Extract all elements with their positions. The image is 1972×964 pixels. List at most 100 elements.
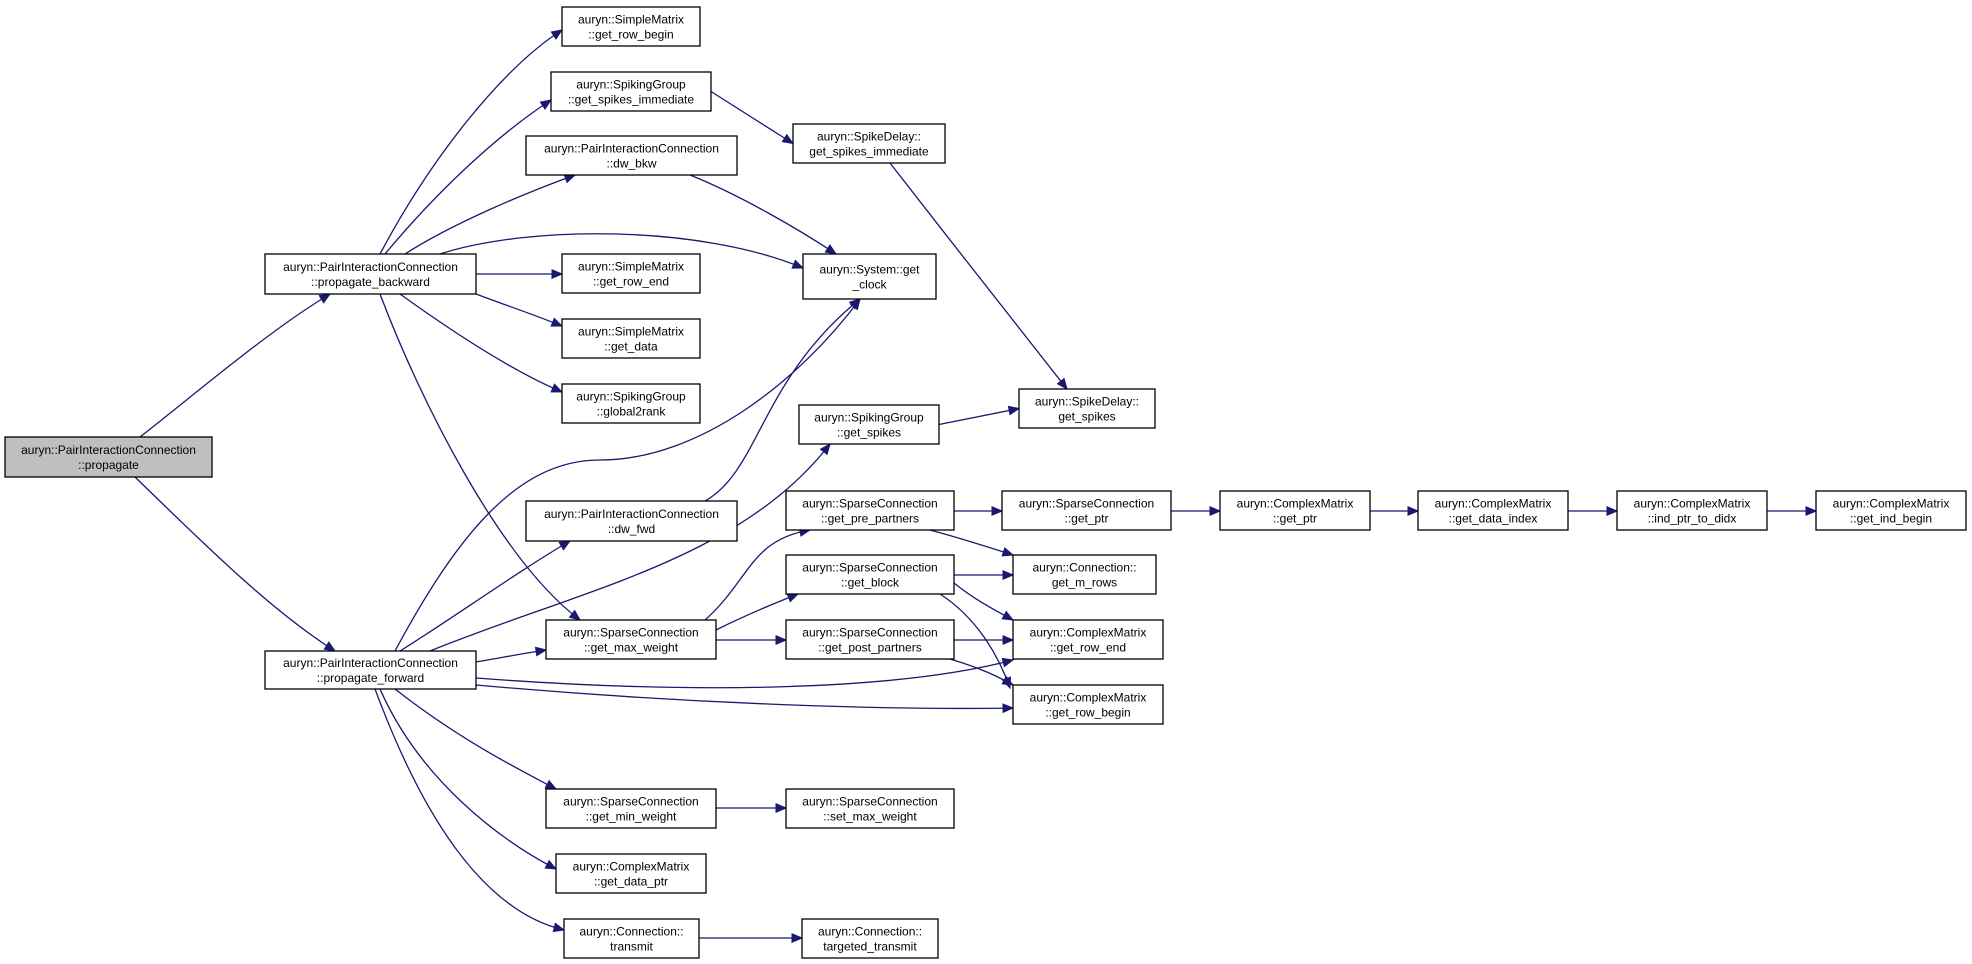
call-edge <box>394 688 558 790</box>
arrowhead-icon <box>568 609 582 621</box>
function-node-conn-targeted-transmit[interactable]: auryn::Connection::targeted_transmit <box>801 918 939 959</box>
function-node-conn-transmit[interactable]: auryn::Connection::transmit <box>563 918 700 959</box>
arrowhead-icon <box>1056 377 1068 391</box>
edge-line <box>394 298 861 652</box>
node-label: auryn::SparseConnection <box>802 561 937 575</box>
function-node-propagate-backward[interactable]: auryn::PairInteractionConnection::propag… <box>264 253 477 295</box>
function-node-pic-dw-bkw[interactable]: auryn::PairInteractionConnection::dw_bkw <box>525 135 738 176</box>
call-edge <box>699 933 804 943</box>
node-box <box>1012 684 1164 725</box>
call-edge <box>953 582 1015 621</box>
arrowhead-icon <box>550 317 564 327</box>
function-node-propagate-forward[interactable]: auryn::PairInteractionConnection::propag… <box>264 650 477 690</box>
node-label: ::get_row_begin <box>1045 706 1130 720</box>
call-edge <box>938 405 1021 426</box>
node-label: ::get_spikes <box>837 426 901 440</box>
function-node-sm-get-data[interactable]: auryn::SimpleMatrix::get_data <box>561 318 701 359</box>
arrowhead-icon <box>563 173 577 184</box>
function-node-sc-get-ptr[interactable]: auryn::SparseConnection::get_ptr <box>1001 490 1172 531</box>
arrowhead-icon <box>1407 506 1420 516</box>
node-box <box>1616 490 1768 531</box>
node-label: ::dw_bkw <box>606 157 656 171</box>
node-box <box>1012 619 1164 660</box>
function-node-cm-get-ind-begin[interactable]: auryn::ComplexMatrix::get_ind_begin <box>1815 490 1967 531</box>
function-node-sg-get-spikes[interactable]: auryn::SpikingGroup::get_spikes <box>798 404 940 445</box>
function-node-sg-get-spikes-immediate[interactable]: auryn::SpikingGroup::get_spikes_immediat… <box>550 71 712 112</box>
function-node-cm-ind-ptr-to-didx[interactable]: auryn::ComplexMatrix::ind_ptr_to_didx <box>1616 490 1768 531</box>
node-box <box>1815 490 1967 531</box>
function-node-sd-get-spikes-immediate[interactable]: auryn::SpikeDelay::get_spikes_immediate <box>792 123 946 164</box>
function-node-propagate[interactable]: auryn::PairInteractionConnection::propag… <box>4 436 213 478</box>
node-label: auryn::SimpleMatrix <box>578 325 684 339</box>
node-box <box>550 71 712 112</box>
call-edge <box>716 635 788 645</box>
arrowhead-icon <box>1001 657 1015 668</box>
call-edge <box>710 90 795 145</box>
function-node-cm-get-row-end[interactable]: auryn::ComplexMatrix::get_row_end <box>1012 619 1164 660</box>
node-box <box>545 788 717 829</box>
edge-line <box>475 293 563 327</box>
arrowhead-icon <box>539 99 553 110</box>
call-edge <box>1370 506 1420 516</box>
edge-line <box>429 443 831 652</box>
call-edge <box>394 297 861 652</box>
function-node-cm-get-row-begin[interactable]: auryn::ComplexMatrix::get_row_begin <box>1012 684 1164 725</box>
node-box <box>561 253 701 294</box>
function-node-sd-get-spikes[interactable]: auryn::SpikeDelay::get_spikes <box>1018 388 1156 429</box>
function-node-sm-get-row-end[interactable]: auryn::SimpleMatrix::get_row_end <box>561 253 701 294</box>
function-node-sg-global2rank[interactable]: auryn::SpikingGroup::global2rank <box>561 383 701 424</box>
call-edge <box>134 476 337 652</box>
call-edge <box>379 688 558 870</box>
function-node-sc-get-pre-partners[interactable]: auryn::SparseConnection::get_pre_partner… <box>785 490 955 531</box>
arrowhead-icon <box>550 383 564 393</box>
function-node-sc-get-post-partners[interactable]: auryn::SparseConnection::get_post_partne… <box>785 619 955 660</box>
function-node-sm-get-row-begin[interactable]: auryn::SimpleMatrix::get_row_begin <box>561 6 701 47</box>
node-box <box>801 918 939 959</box>
node-label: auryn::PairInteractionConnection <box>21 443 196 457</box>
arrowhead-icon <box>544 779 558 790</box>
node-label: ::set_max_weight <box>823 810 917 824</box>
function-nodes: auryn::PairInteractionConnection::propag… <box>4 6 1967 959</box>
edge-line <box>929 529 1014 556</box>
call-edge <box>475 657 1015 689</box>
function-node-conn-get-m-rows[interactable]: auryn::Connection::get_m_rows <box>1012 554 1157 595</box>
node-box <box>561 318 701 359</box>
node-box <box>525 135 738 176</box>
function-node-cm-get-data-ptr[interactable]: auryn::ComplexMatrix::get_data_ptr <box>555 853 707 894</box>
node-label: auryn::ComplexMatrix <box>1030 626 1147 640</box>
arrowhead-icon <box>534 646 548 657</box>
call-edge <box>439 233 805 269</box>
call-edge <box>476 269 564 279</box>
function-node-sc-get-max-weight[interactable]: auryn::SparseConnection::get_max_weight <box>545 619 717 660</box>
function-node-sc-get-block[interactable]: auryn::SparseConnection::get_block <box>785 554 955 595</box>
node-label: ::get_ptr <box>1273 512 1317 526</box>
function-node-sys-get-clock[interactable]: auryn::System::get_clock <box>802 253 937 300</box>
function-node-sc-set-max-weight[interactable]: auryn::SparseConnection::set_max_weight <box>785 788 955 829</box>
edge-line <box>475 684 1014 710</box>
node-label: auryn::ComplexMatrix <box>1435 497 1552 511</box>
arrowhead-icon <box>1805 506 1818 516</box>
node-label: ::propagate_backward <box>311 275 430 289</box>
node-label: auryn::SpikingGroup <box>814 411 924 425</box>
node-label: auryn::SparseConnection <box>802 626 937 640</box>
arrowhead-icon <box>786 593 800 603</box>
node-box <box>1417 490 1569 531</box>
arrowhead-icon <box>1001 610 1015 621</box>
node-label: auryn::SpikingGroup <box>576 390 686 404</box>
node-label: auryn::SparseConnection <box>563 626 698 640</box>
function-node-sc-get-min-weight[interactable]: auryn::SparseConnection::get_min_weight <box>545 788 717 829</box>
function-node-pic-dw-fwd[interactable]: auryn::PairInteractionConnection::dw_fwd <box>525 500 738 542</box>
call-edge <box>1767 506 1818 516</box>
call-edge <box>954 506 1004 516</box>
edge-line <box>394 688 557 790</box>
node-label: auryn::SpikeDelay:: <box>817 130 921 144</box>
edge-line <box>889 162 1068 390</box>
node-label: auryn::Connection:: <box>1032 561 1136 575</box>
arrowhead-icon <box>775 803 788 813</box>
function-node-cm-get-data-index[interactable]: auryn::ComplexMatrix::get_data_index <box>1417 490 1569 531</box>
call-edge <box>889 162 1068 391</box>
node-label: transmit <box>610 940 653 954</box>
arrowhead-icon <box>791 933 804 943</box>
function-node-cm-get-ptr[interactable]: auryn::ComplexMatrix::get_ptr <box>1219 490 1371 531</box>
